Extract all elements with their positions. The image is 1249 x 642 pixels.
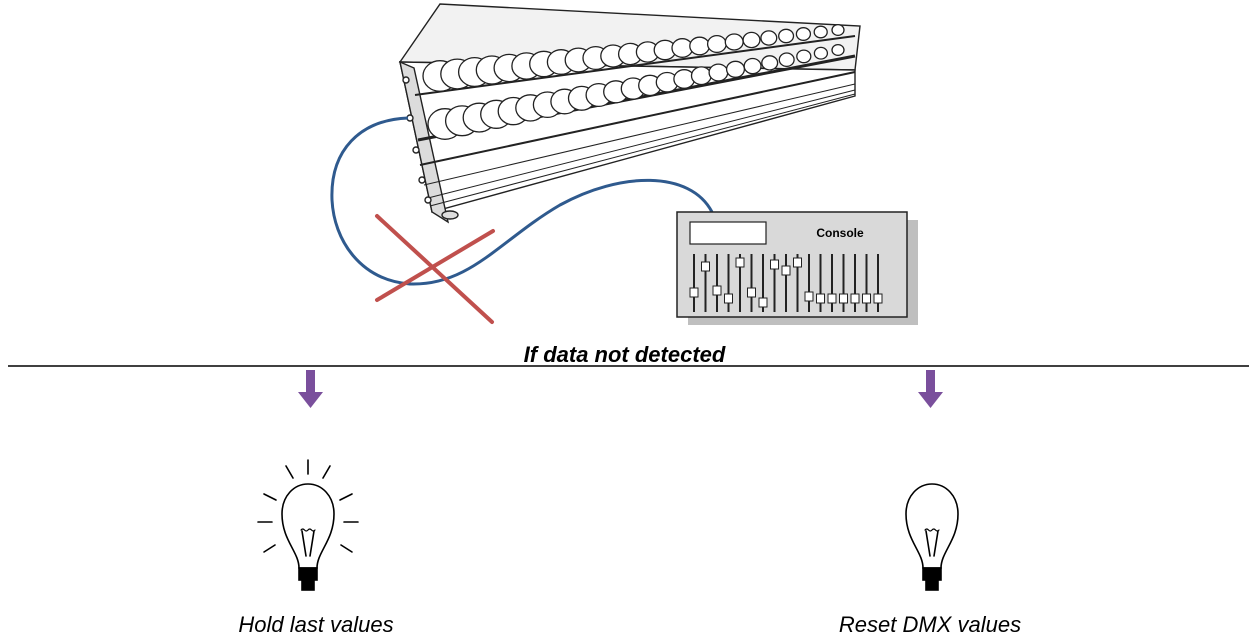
console-faders: [689, 254, 883, 312]
fader-knob: [758, 297, 768, 308]
lens: [778, 28, 795, 44]
lens: [706, 34, 727, 54]
console-display: [689, 221, 767, 245]
data-cable-input: [330, 116, 714, 286]
lit-bulb-icon: [257, 459, 359, 591]
outcome-label-reset: Reset DMX values: [838, 612, 1022, 637]
outcome-label-hold: Hold last values: [238, 612, 394, 637]
lens: [795, 27, 812, 41]
light-rays: [257, 459, 359, 553]
fader-knob: [689, 287, 699, 298]
lens: [761, 55, 779, 71]
fader-knob: [712, 285, 722, 296]
down-arrow-left: [298, 370, 323, 408]
lens: [673, 69, 696, 89]
fader-knob: [850, 293, 860, 304]
lens-row-lower: [427, 43, 845, 140]
unlit-bulb-icon: [905, 483, 959, 591]
lens: [831, 43, 845, 57]
fader-knob: [701, 261, 710, 272]
fader-knob: [827, 293, 837, 304]
fader-knob: [735, 257, 745, 268]
fader-knob: [804, 291, 814, 302]
fader-knob: [839, 293, 848, 304]
signal-lost-cross: [375, 214, 495, 324]
lens: [813, 46, 829, 60]
lens-row-upper: [422, 23, 845, 92]
fader-knob: [862, 293, 871, 304]
lens: [778, 52, 795, 68]
lens: [742, 31, 761, 49]
fader-knob: [747, 287, 756, 298]
lens: [725, 60, 746, 78]
lens: [831, 23, 845, 37]
fader-knob: [873, 293, 883, 304]
lens: [760, 30, 778, 46]
lens: [743, 57, 762, 75]
fader-knob: [793, 257, 802, 268]
console-label: Console: [816, 226, 864, 240]
lens: [690, 66, 712, 86]
fader-knob: [724, 293, 733, 304]
lens: [813, 25, 828, 39]
console: Console: [676, 211, 918, 325]
lens: [689, 36, 711, 56]
lens: [724, 33, 744, 51]
lens: [708, 63, 729, 82]
fader-knob: [816, 293, 825, 304]
fader-knob: [770, 259, 779, 270]
down-arrow-right: [918, 370, 943, 408]
fader-knob: [781, 265, 791, 276]
condition-heading: If data not detected: [523, 342, 726, 367]
lens: [796, 49, 812, 64]
